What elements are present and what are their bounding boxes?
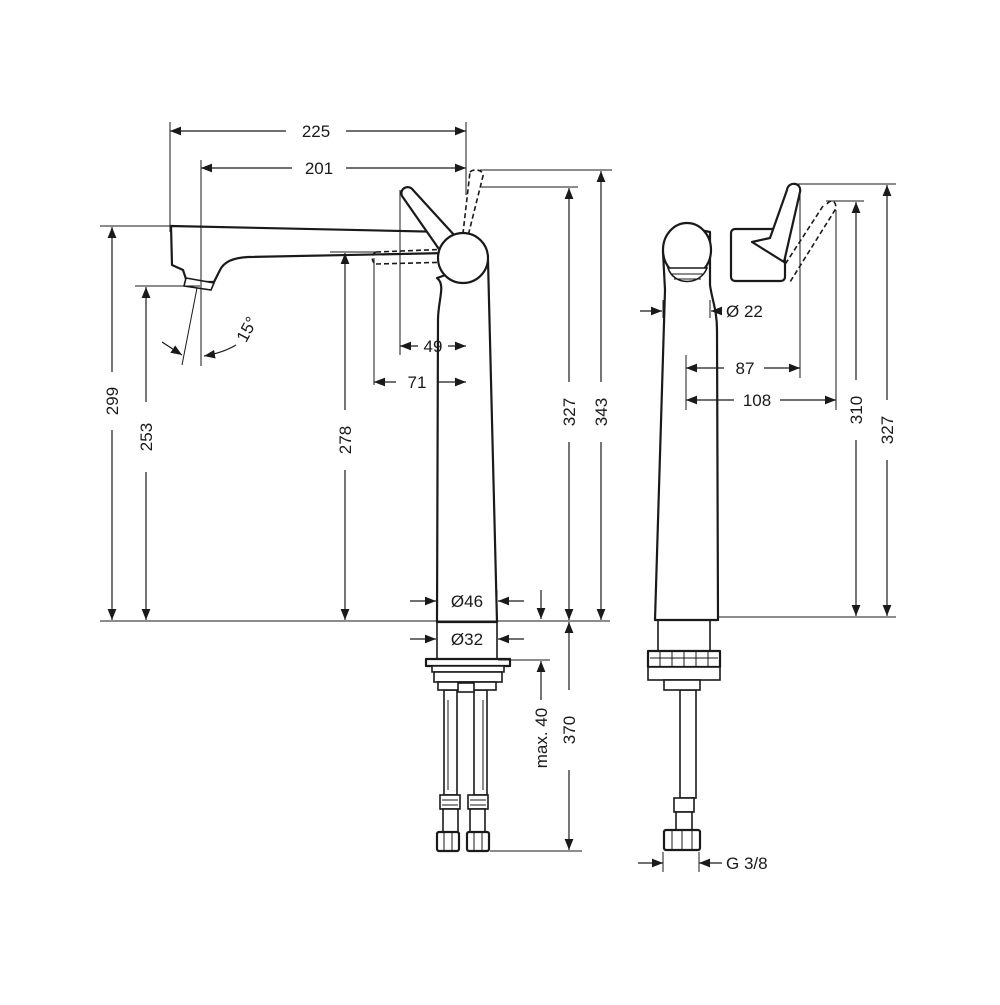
dim-label-15-degree: 15° xyxy=(233,314,262,346)
dim-label-shank-diameter: Ø32 xyxy=(451,630,483,649)
side-lever xyxy=(750,182,802,264)
dim-label-g-3-8: G 3/8 xyxy=(726,854,768,873)
dim-label-343: 343 xyxy=(592,398,611,426)
dim-label-49: 49 xyxy=(424,337,443,356)
side-body xyxy=(653,226,720,622)
dim-label-299: 299 xyxy=(103,387,122,415)
front-dimension-lines xyxy=(100,122,612,852)
side-dimension-lines xyxy=(638,183,896,872)
front-view xyxy=(169,169,512,853)
dim-label-87: 87 xyxy=(736,359,755,378)
front-body xyxy=(435,258,499,624)
front-lever-alt-dashed xyxy=(371,169,484,265)
dim-label-278: 278 xyxy=(336,426,355,454)
side-view xyxy=(646,182,837,852)
side-hose xyxy=(662,689,702,852)
side-lever-alt-dashed xyxy=(783,200,837,283)
front-aerator xyxy=(183,277,216,291)
front-spout xyxy=(169,224,450,284)
front-mounting-assembly xyxy=(424,621,512,693)
dim-label-body-diameter: Ø46 xyxy=(451,592,483,611)
dim-label-201: 201 xyxy=(305,159,333,178)
dimension-labels: 225 201 15° 49 71 299 253 278 327 343 Ø4… xyxy=(103,122,897,873)
dim-label-327-front: 327 xyxy=(560,398,579,426)
dim-label-327-side: 327 xyxy=(878,416,897,444)
dim-label-253: 253 xyxy=(137,423,156,451)
dim-label-225: 225 xyxy=(302,122,330,141)
dim-label-108: 108 xyxy=(743,391,771,410)
front-knob xyxy=(436,231,490,285)
dim-label-310: 310 xyxy=(847,396,866,424)
dim-label-71: 71 xyxy=(408,373,427,392)
dim-label-370: 370 xyxy=(560,716,579,744)
front-hoses xyxy=(435,689,491,853)
side-aerator xyxy=(666,267,709,283)
dim-label-aerator-diameter: Ø 22 xyxy=(726,302,763,321)
side-mounting-assembly xyxy=(646,619,722,691)
dim-label-max-40: max. 40 xyxy=(532,708,551,768)
